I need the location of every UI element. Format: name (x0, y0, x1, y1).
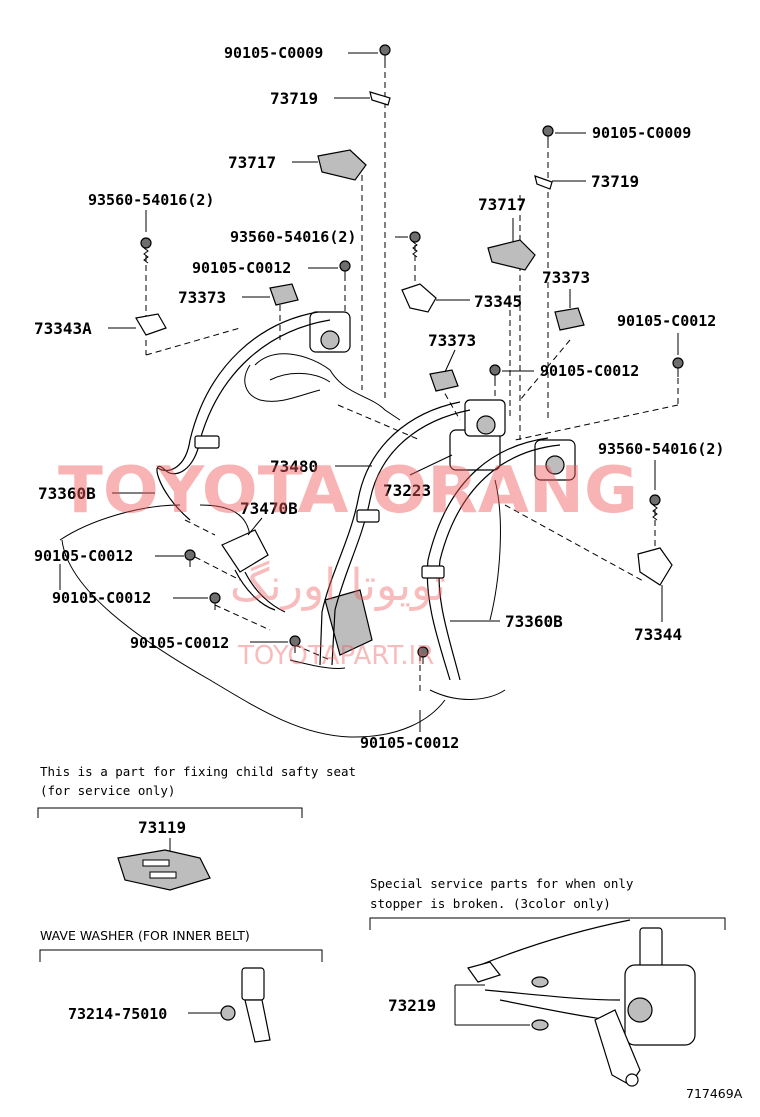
seat-outline (59, 353, 506, 738)
part-label: 90105-C0009 (592, 124, 691, 142)
part-label: 90105-C0012 (360, 734, 459, 752)
notes: This is a part for fixing child safty se… (40, 764, 743, 1101)
child-seat-note-sub: (for service only) (40, 783, 175, 798)
part-label: 73223 (383, 481, 431, 500)
part-label: 90105-C0012 (540, 362, 639, 380)
label-leaders (59, 52, 679, 732)
part-label: 93560-54016(2) (598, 440, 724, 458)
special-parts-note-sub: stopper is broken. (3color only) (370, 896, 611, 911)
part-label: 73373 (428, 331, 476, 350)
part-label: 90105-C0012 (130, 634, 229, 652)
part-label: 73373 (178, 288, 226, 307)
watermark-site: TOYOTAPART.IR (237, 641, 434, 671)
watermark: TOYOTA ORANG تویوتا اورنگ TOYOTAPART.IR (58, 454, 638, 671)
part-label: 73343A (34, 319, 92, 338)
part-labels: 90105-C0009 73719 90105-C0009 73717 7371… (34, 44, 724, 1023)
special-parts-note: Special service parts for when only (370, 876, 634, 891)
watermark-main: TOYOTA ORANG (58, 454, 638, 528)
belt-components (135, 91, 673, 656)
part-label: 73360B (38, 484, 96, 503)
part-label: 93560-54016(2) (88, 191, 214, 209)
bolt-icons (140, 44, 684, 664)
part-label: 90105-C0012 (34, 547, 133, 565)
part-label: 73719 (270, 89, 318, 108)
figure-id: 717469A (686, 1086, 743, 1101)
child-seat-section (37, 807, 303, 891)
part-label: 93560-54016(2) (230, 228, 356, 246)
part-label: 73344 (634, 625, 682, 644)
part-label: 73119 (138, 818, 186, 837)
part-label: 73360B (505, 612, 563, 631)
part-label: 90105-C0009 (224, 44, 323, 62)
wave-washer-section (39, 949, 323, 1043)
part-label: 73219 (388, 996, 436, 1015)
part-label: 73345 (474, 292, 522, 311)
part-label: 73214-75010 (68, 1005, 167, 1023)
wave-washer-note: WAVE WASHER (FOR INNER BELT) (40, 928, 250, 943)
part-label: 73717 (228, 153, 276, 172)
part-label: 90105-C0012 (192, 259, 291, 277)
part-label: 73717 (478, 195, 526, 214)
belt-webbing (156, 311, 561, 681)
child-seat-note: This is a part for fixing child safty se… (40, 764, 356, 779)
part-label: 73373 (542, 268, 590, 287)
part-label: 73470B (240, 499, 298, 518)
part-label: 90105-C0012 (617, 312, 716, 330)
part-label: 73480 (270, 457, 318, 476)
watermark-persian: تویوتا اورنگ (230, 560, 446, 611)
part-label: 73719 (591, 172, 639, 191)
part-label: 90105-C0012 (52, 589, 151, 607)
special-parts-section (369, 917, 726, 1087)
dashed-leaders (145, 62, 679, 695)
